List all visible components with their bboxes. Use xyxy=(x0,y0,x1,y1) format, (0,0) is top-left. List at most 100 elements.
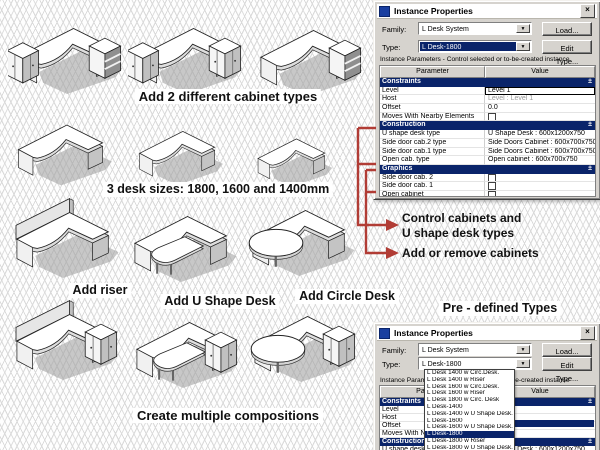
chevron-down-icon[interactable]: ▼ xyxy=(516,24,530,33)
parameter-value[interactable] xyxy=(485,182,595,191)
parameter-row[interactable]: Offset 0.0 xyxy=(380,104,595,113)
type-option[interactable]: L Desk 1600 w Circ.Desk. xyxy=(427,383,500,390)
title-bar[interactable]: Instance Properties × xyxy=(377,4,597,19)
title-bar[interactable]: Instance Properties × xyxy=(377,326,597,341)
type-option[interactable]: L Desk-1800 xyxy=(425,431,514,438)
parameter-value[interactable]: ± xyxy=(588,438,592,445)
instance-parameters-note: Instance Parameters - Control selected o… xyxy=(380,56,570,63)
parameter-table: Parameter Value Constraints ± Level Leve… xyxy=(379,65,596,197)
parameter-row[interactable]: Open cabinet xyxy=(380,190,595,196)
family-combobox[interactable]: L Desk System ▼ xyxy=(418,343,532,356)
callout-add-remove: Add or remove cabinets xyxy=(402,246,539,260)
type-option[interactable]: L Desk-1400 w U Shape Desk. xyxy=(427,410,513,417)
type-combobox[interactable]: L Desk-1800 ▼ xyxy=(418,357,532,370)
type-option[interactable]: L Desk 1400 w Circ.Desk. xyxy=(427,370,500,376)
load-button[interactable]: Load... xyxy=(542,343,592,357)
parameter-value[interactable]: Open cabinet : 600x700x750 xyxy=(485,156,595,165)
parameter-row[interactable]: Level Level 1 xyxy=(380,86,595,96)
parameter-row[interactable]: Graphics ± xyxy=(380,164,595,174)
family-label: Family: xyxy=(382,25,407,34)
selected-row-highlight xyxy=(513,420,594,427)
parameter-value[interactable]: U Shape Desk : 600x1200x750 xyxy=(485,130,595,139)
parameter-value[interactable]: U Shape Desk : 600x1200x750 xyxy=(485,446,595,450)
type-option[interactable]: L Desk-1600 xyxy=(427,417,463,424)
parameter-row[interactable]: Side door cab. 2 xyxy=(380,173,595,183)
parameter-name: Construction xyxy=(382,438,426,445)
edit-type-button[interactable]: Edit Type... xyxy=(542,357,592,383)
family-combobox[interactable]: L Desk System ▼ xyxy=(418,22,532,35)
parameter-row[interactable]: Moves With Nearby Elements xyxy=(380,112,595,122)
parameter-row[interactable]: Host Level : Level 1 xyxy=(380,95,595,105)
parameter-row[interactable]: Construction ± xyxy=(380,121,595,131)
parameter-name: Offset xyxy=(380,104,485,113)
parameter-name: Side door cab. 2 xyxy=(380,173,485,183)
parameter-value[interactable] xyxy=(485,174,595,183)
value-column-header[interactable]: Value xyxy=(485,66,595,78)
parameter-value[interactable]: Side Doors Cabinet : 600x700x750 xyxy=(485,139,595,148)
type-option[interactable]: L Desk 1600 w Riser xyxy=(427,390,485,397)
type-option[interactable]: L Desk 1800 w Circ. Desk xyxy=(427,397,500,404)
type-option[interactable]: L Desk-1800 w Riser xyxy=(427,437,486,444)
type-label: Type: xyxy=(382,360,401,369)
parameter-value[interactable] xyxy=(485,113,595,122)
chevron-down-icon[interactable]: ▼ xyxy=(516,42,530,51)
type-option[interactable]: L Desk 1400 w Riser xyxy=(427,376,485,383)
parameter-value[interactable]: ± xyxy=(588,121,592,129)
illustration-composition-riser-cabinet xyxy=(4,300,124,388)
parameter-name: Construction xyxy=(382,121,426,129)
parameter-value[interactable] xyxy=(485,191,595,196)
type-option[interactable]: L Desk-1600 w U Shape Desk. xyxy=(427,424,513,431)
parameter-row[interactable]: Constraints ± xyxy=(380,78,595,87)
callout-control-line2: U shape desk types xyxy=(402,226,515,240)
parameter-name: Moves With Nearby Elements xyxy=(380,112,485,122)
parameter-value[interactable]: 0.0 xyxy=(485,104,595,113)
illustration-desk-1800 xyxy=(2,106,122,194)
app-icon xyxy=(379,5,390,17)
parameter-value[interactable]: ± xyxy=(588,78,592,85)
parameter-value[interactable]: Side Doors Cabinet : 600x700x750 xyxy=(485,148,595,157)
load-button[interactable]: Load... xyxy=(542,22,592,36)
chevron-down-icon[interactable]: ▼ xyxy=(516,359,530,368)
parameter-row[interactable]: Side door cab.2 type Side Doors Cabinet … xyxy=(380,138,595,148)
table-header: Parameter Value xyxy=(380,66,595,78)
family-value: L Desk System xyxy=(422,26,469,33)
illustration-desk-doors-open-shelf xyxy=(6,14,128,102)
dialog-title: Instance Properties xyxy=(394,328,473,338)
parameter-row[interactable]: Open cab. type Open cabinet : 600x700x75… xyxy=(380,156,595,165)
illustration-desk-circle xyxy=(240,196,360,284)
type-option[interactable]: L Desk-1400 xyxy=(427,403,463,410)
parameter-name: Open cab. type xyxy=(380,156,485,165)
family-label: Family: xyxy=(382,346,407,355)
close-icon[interactable]: × xyxy=(580,326,595,340)
illustration-composition-ushape-cabinet xyxy=(124,308,244,396)
parameter-rows: Constraints ± Level Level 1 Host Level :… xyxy=(380,78,595,196)
parameter-row[interactable]: Side door cab.1 type Side Doors Cabinet … xyxy=(380,147,595,157)
edit-type-button[interactable]: Edit Type... xyxy=(542,40,592,66)
parameter-name: Side door cab.2 type xyxy=(380,138,485,148)
dialog-title: Instance Properties xyxy=(394,6,473,16)
parameter-value[interactable] xyxy=(485,430,595,438)
parameter-value[interactable]: Level : Level 1 xyxy=(485,95,595,105)
parameter-value[interactable]: ± xyxy=(588,398,592,405)
parameter-value[interactable] xyxy=(485,406,595,414)
parameter-column-header[interactable]: Parameter xyxy=(380,66,485,78)
chevron-down-icon[interactable]: ▼ xyxy=(516,345,530,354)
type-combobox[interactable]: L Desk-1800 ▼ xyxy=(418,40,532,53)
parameter-row[interactable]: Side door cab. 1 xyxy=(380,182,595,191)
caption-add-u-shape: Add U Shape Desk xyxy=(160,294,280,309)
callout-control-line1: Control cabinets and xyxy=(402,211,522,225)
caption-predefined-types: Pre - defined Types xyxy=(438,301,562,316)
parameter-value[interactable]: ± xyxy=(588,164,592,172)
parameter-value[interactable]: Level 1 xyxy=(485,86,595,96)
parameter-name: Constraints xyxy=(382,78,421,85)
illustration-desk-riser xyxy=(4,198,124,286)
type-dropdown-list: L Desk 1400 w Circ.Desk. L Desk 1400 w R… xyxy=(424,369,515,450)
parameter-name: Graphics xyxy=(382,164,413,172)
illustration-desk-u-shape xyxy=(122,202,242,290)
close-icon[interactable]: × xyxy=(580,4,595,18)
illustration-composition-circle-cabinet xyxy=(242,302,362,390)
parameter-row[interactable]: U shape desk type U Shape Desk : 600x120… xyxy=(380,130,595,139)
type-option[interactable]: L Desk-1800 w U Shape Desk. xyxy=(427,444,513,450)
caption-compositions: Create multiple compositions xyxy=(132,408,324,423)
